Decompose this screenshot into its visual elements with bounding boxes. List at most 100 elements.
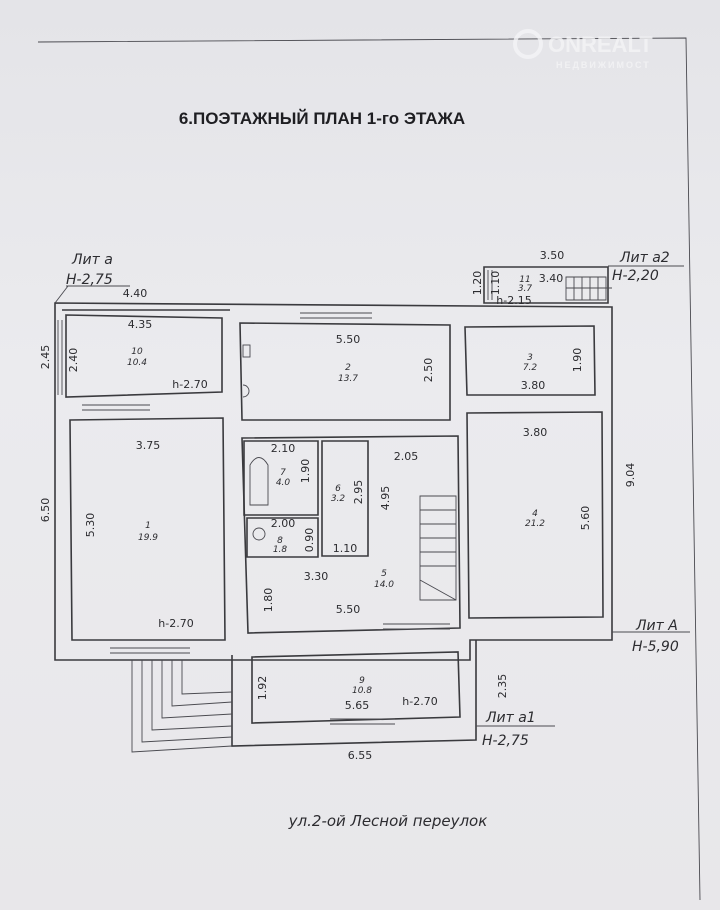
plan-line [171, 660, 233, 707]
plan-label: 1.90 [571, 348, 584, 373]
plan-label: 4 [532, 509, 538, 519]
street-label: ул.2-ой Лесной переулок [288, 812, 488, 830]
plan-label: 2.40 [67, 348, 80, 373]
room-7-outline [243, 440, 319, 516]
plan-label: 5.60 [579, 506, 592, 531]
plan-label: h-2.70 [172, 378, 207, 391]
plan-line [330, 718, 395, 725]
plan-label: Лит а [71, 252, 113, 268]
room-10-outline [65, 314, 223, 398]
plan-label: 10.8 [352, 686, 372, 696]
plan-label: 1.20 [471, 271, 484, 296]
page-frame [37, 37, 701, 901]
room-6-outline [321, 440, 369, 557]
plan-label: 5 [381, 569, 387, 579]
plan-label: 9 [359, 676, 365, 686]
plan-label: 1.10 [333, 542, 358, 555]
plan-label: 3.7 [518, 284, 533, 294]
plan-label: 1.8 [273, 545, 288, 555]
plan-label: h-2.70 [402, 695, 437, 708]
plan-label: 2.50 [422, 358, 435, 383]
plan-label: 0.90 [303, 528, 316, 553]
room-1-outline [69, 417, 226, 641]
room-5-outline [241, 435, 461, 634]
plan-label: 8 [277, 536, 283, 546]
plan-label: 3.80 [523, 426, 548, 439]
room-labels: 1 19.9 3.75 5.30 h-2.70 2 13.7 5.50 2.50… [67, 271, 592, 712]
watermark-sub: НЕДВИЖИМОСТ [556, 60, 651, 70]
plan-label: 6 [335, 484, 341, 494]
plan-line [383, 623, 450, 630]
plan-line [141, 660, 233, 743]
plan-line [54, 302, 613, 661]
toilet-icon [252, 527, 266, 541]
plan-label: 14.0 [374, 580, 394, 590]
plan-line [131, 660, 233, 753]
plan-line [300, 312, 372, 319]
plan-line [54, 285, 130, 304]
plan-label: Лит а1 [485, 710, 536, 726]
plan-label: 1 [145, 521, 151, 531]
plan-label: 3.80 [521, 379, 546, 392]
plan-label: 9.04 [624, 463, 637, 488]
walls [54, 266, 613, 753]
plan-label: 6.55 [348, 749, 373, 762]
plan-label: 6.50 [39, 498, 52, 523]
plan-label: 5.30 [84, 513, 97, 538]
plan-label: 2.95 [352, 480, 365, 505]
plan-label: 1.92 [256, 676, 269, 701]
room-2-outline [239, 322, 451, 421]
plan-label: 2.00 [271, 517, 296, 530]
plan-label: Лит А [635, 618, 678, 634]
plan-line [110, 647, 190, 654]
plan-label: 1.80 [262, 588, 275, 613]
plan-label: 3.75 [136, 439, 161, 452]
sink-icon [242, 384, 250, 398]
plan-label: 21.2 [525, 519, 545, 529]
letter-labels: Лит а H-2,75 Лит а2 H-2,20 Лит А H-5,90 … [54, 250, 690, 749]
room-9-outline [251, 651, 461, 724]
plan-label: 13.7 [338, 374, 358, 384]
room-8-outline [246, 517, 319, 558]
plan-label: 3.30 [304, 570, 329, 583]
plan-label: 4.0 [276, 478, 291, 488]
plan-label: 3 [527, 353, 533, 363]
plan-line [151, 660, 233, 731]
plan-label: 19.9 [138, 533, 158, 543]
plan-line [487, 270, 493, 300]
plan-label: 5.50 [336, 603, 361, 616]
plan-label: Лит а2 [619, 250, 670, 266]
plan-line [82, 404, 150, 411]
plan-label: 10 [131, 347, 143, 357]
plan-label: H-5,90 [632, 639, 679, 655]
plan-label: 5.65 [345, 699, 370, 712]
bathtub-icon [249, 457, 269, 506]
plan-label: 11 [519, 275, 530, 285]
plan-label: 3.40 [539, 272, 564, 285]
plan-line [565, 276, 612, 301]
plan-label: h-2.15 [496, 294, 531, 307]
plan-label: 7 [280, 468, 286, 478]
plan-line [181, 660, 233, 695]
plan-label: h-2.70 [158, 617, 193, 630]
watermark-brand: ONREALT [548, 32, 653, 57]
page-title: 6.ПОЭТАЖНЫЙ ПЛАН 1-го ЭТАЖА [179, 109, 465, 128]
plan-label: 2.35 [496, 674, 509, 699]
plan-label: 3.2 [331, 494, 346, 504]
plan-label: 2.10 [271, 442, 296, 455]
plan-label: 4.35 [128, 318, 153, 331]
room-4-outline [466, 411, 604, 619]
plan-line [419, 495, 457, 601]
plan-label: H-2,75 [482, 733, 529, 749]
watermark: ONREALT НЕДВИЖИМОСТ [513, 29, 653, 70]
plan-label: H-2,75 [66, 272, 113, 288]
plan-label: 7.2 [523, 363, 538, 373]
plan-label: 4.95 [379, 486, 392, 511]
watermark-pin-icon [513, 29, 543, 59]
plan-label: 2.45 [39, 345, 52, 370]
plan-label: 4.40 [123, 287, 148, 300]
plan-label: 3.50 [540, 249, 565, 262]
plan-line [161, 660, 233, 719]
